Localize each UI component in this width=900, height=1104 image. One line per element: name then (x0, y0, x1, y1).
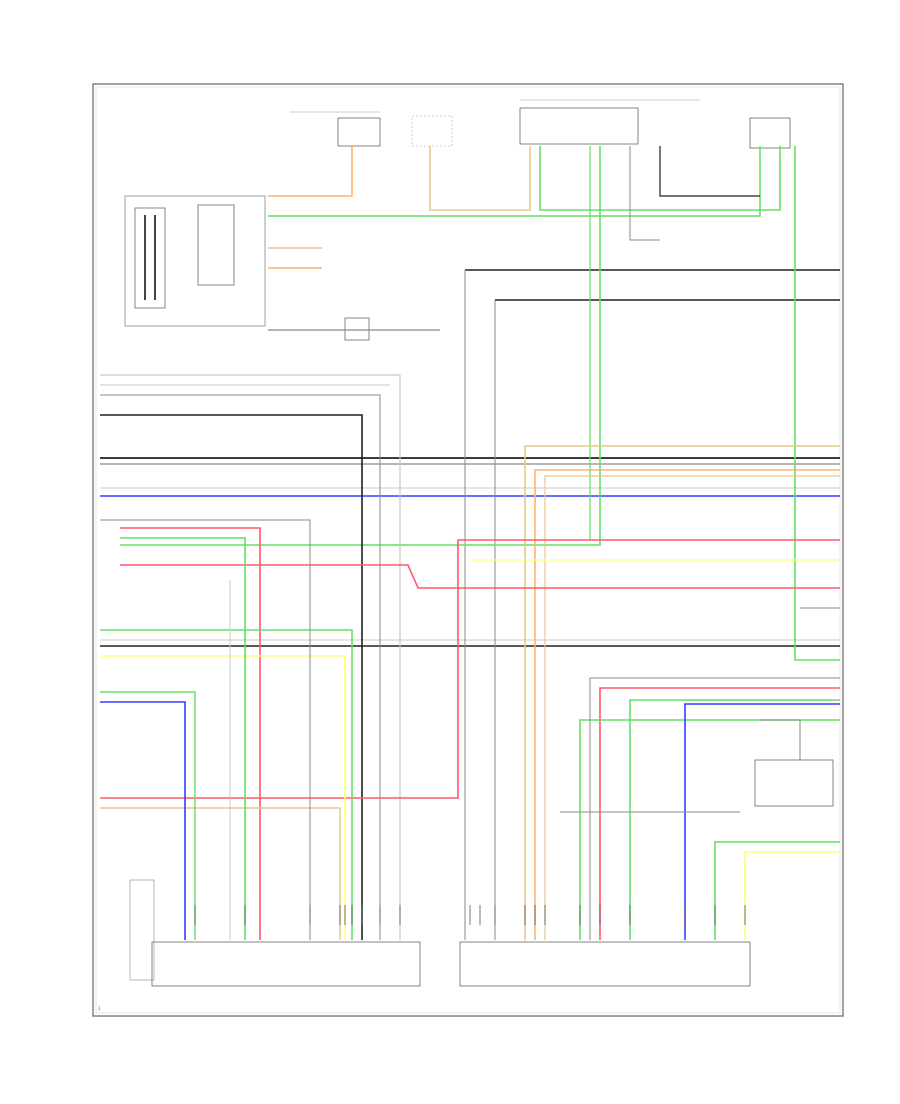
wire-26 (100, 414, 363, 940)
wire-25 (100, 394, 381, 940)
relay-box (754, 759, 834, 807)
wire-31 (120, 564, 840, 589)
wires-layer (100, 146, 840, 940)
wire-42 (579, 719, 840, 940)
wire-29 (544, 475, 840, 940)
diagram-frame (92, 83, 844, 1017)
page-marker: 2 (98, 1006, 101, 1011)
wire-27 (524, 445, 840, 940)
wire-44 (100, 701, 186, 940)
wire-36 (744, 851, 840, 940)
top-component-left (290, 111, 381, 147)
wire-12 (429, 146, 531, 211)
wire-47 (589, 677, 840, 940)
wire-46 (100, 519, 311, 940)
bottom-left-side-box (129, 879, 155, 981)
wire-38 (120, 537, 246, 940)
wire-20 (629, 146, 660, 241)
wire-39 (100, 629, 353, 940)
top-component-right (749, 117, 791, 149)
top-component-mid (411, 115, 453, 147)
wire-34 (100, 655, 346, 940)
wire-45 (684, 703, 840, 940)
top-connector-block (519, 99, 700, 145)
wire-37 (100, 807, 341, 940)
small-switch-box (344, 317, 370, 341)
wire-33 (599, 687, 840, 940)
wire-15 (120, 146, 601, 546)
wire-21 (659, 146, 760, 197)
wire-40 (100, 691, 196, 940)
wire-43 (714, 841, 840, 940)
wire-11 (268, 146, 353, 197)
wire-32 (100, 539, 840, 799)
upper-left-module (124, 195, 266, 327)
wire-28 (534, 469, 840, 940)
wire-23 (100, 374, 401, 940)
wire-14 (539, 146, 781, 211)
wire-22 (794, 146, 840, 661)
bottom-left-connector (151, 941, 421, 987)
bottom-right-connector (459, 941, 751, 987)
wire-13 (268, 146, 761, 217)
diagram-inner-frame (95, 86, 841, 1014)
wire-30 (120, 527, 261, 940)
wire-49 (760, 719, 801, 760)
wire-41 (629, 699, 840, 940)
